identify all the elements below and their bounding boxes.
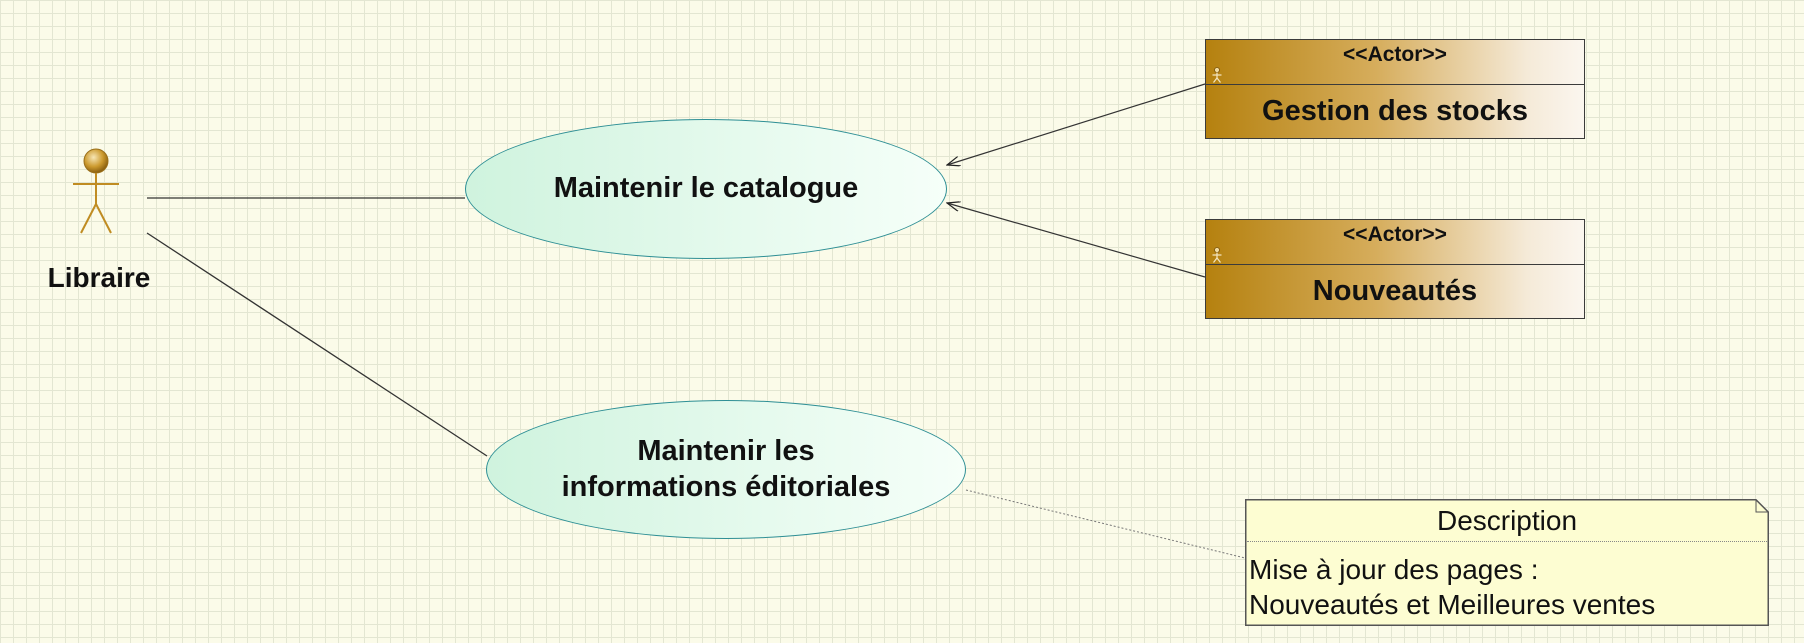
note-body: Mise à jour des pages : Nouveautés et Me… xyxy=(1249,552,1655,622)
note-shape xyxy=(1245,499,1769,626)
actor-box-name: Nouveautés xyxy=(1312,275,1478,307)
actor-box-gestion-des-stocks[interactable]: <<Actor>> Gestion des stocks xyxy=(1205,39,1585,139)
note-line: Mise à jour des pages : xyxy=(1249,554,1539,585)
association-nouveautes-catalogue[interactable] xyxy=(947,203,1206,278)
description-note[interactable]: Description Mise à jour des pages : Nouv… xyxy=(1245,499,1769,626)
actor-stereotype: <<Actor>> xyxy=(1206,220,1584,265)
stick-figure-actor-icon xyxy=(73,148,119,234)
association-stocks-catalogue[interactable] xyxy=(947,83,1206,165)
actor-mini-icon xyxy=(1212,67,1222,83)
actor-libraire[interactable] xyxy=(64,148,128,238)
use-case-label: Maintenir le catalogue xyxy=(553,172,859,205)
note-anchor-line[interactable] xyxy=(965,489,1246,559)
association-libraire-editorial[interactable] xyxy=(146,232,488,457)
use-case-maintenir-informations[interactable]: Maintenir les informations éditoriales xyxy=(486,400,966,539)
note-line: Nouveautés et Meilleures ventes xyxy=(1249,589,1656,620)
use-case-label: Maintenir les informations éditoriales xyxy=(561,435,891,503)
note-divider xyxy=(1247,541,1767,542)
use-case-maintenir-catalogue[interactable]: Maintenir le catalogue xyxy=(465,119,947,259)
actor-stereotype: <<Actor>> xyxy=(1206,40,1584,85)
note-title: Description xyxy=(1436,505,1578,536)
actor-box-name: Gestion des stocks xyxy=(1262,95,1528,127)
actor-box-nouveautes[interactable]: <<Actor>> Nouveautés xyxy=(1205,219,1585,319)
actor-libraire-label: Libraire xyxy=(47,262,151,293)
actor-mini-icon xyxy=(1212,247,1222,263)
